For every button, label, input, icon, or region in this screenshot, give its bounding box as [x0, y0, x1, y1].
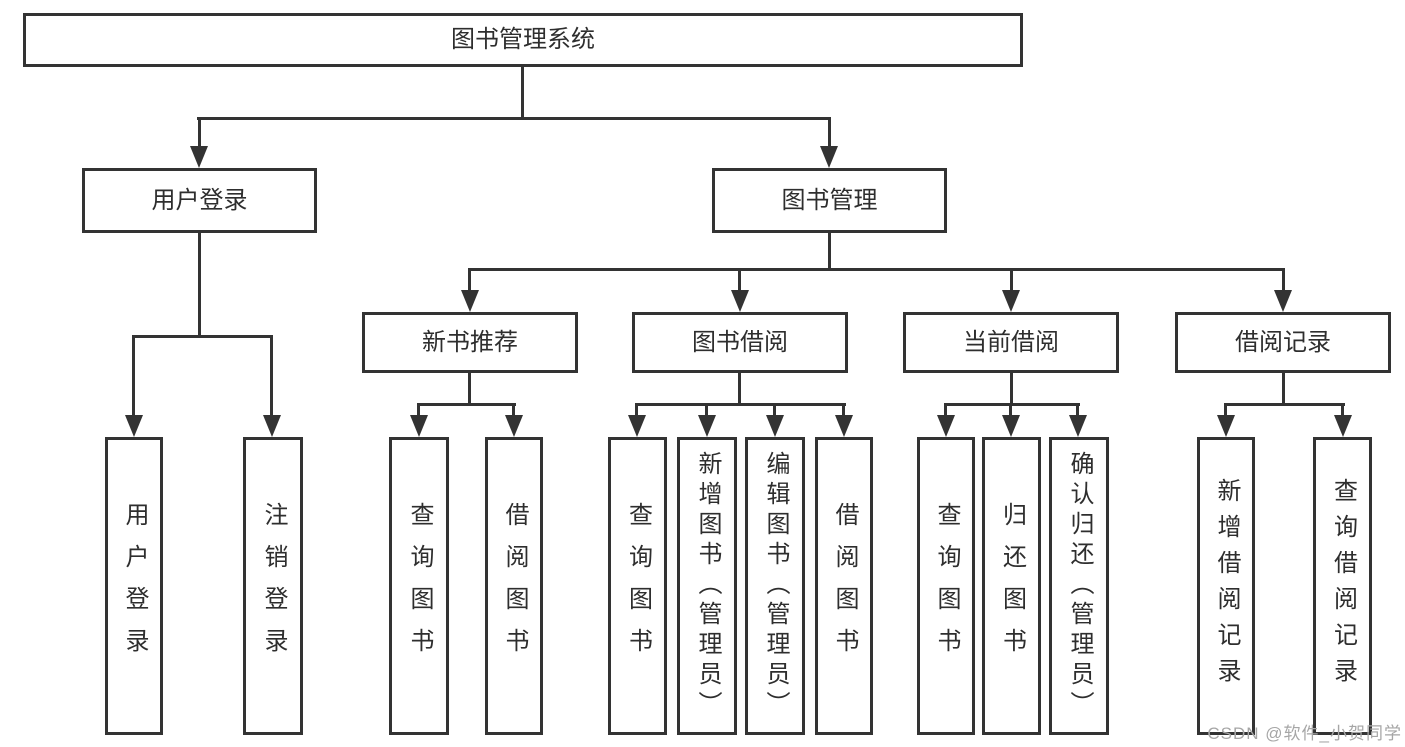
- node-bb-borrow-books: 借阅图书: [815, 437, 873, 735]
- node-label: 查询图书: [624, 502, 652, 670]
- node-label: 编辑图书（管理员）: [762, 451, 789, 721]
- arrow-down-icon: [1274, 290, 1292, 312]
- node-label: 查询借阅记录: [1329, 478, 1357, 694]
- node-bb-edit-books-admin: 编辑图书（管理员）: [745, 437, 805, 735]
- connector-line: [1282, 268, 1285, 293]
- connector-line: [417, 403, 420, 419]
- connector-line: [828, 117, 831, 149]
- arrow-down-icon: [125, 415, 143, 437]
- node-label: 查询图书: [933, 502, 960, 670]
- connector-line: [417, 403, 516, 406]
- node-br-query-record: 查询借阅记录: [1313, 437, 1372, 735]
- arrow-down-icon: [263, 415, 281, 437]
- node-br-add-record: 新增借阅记录: [1197, 437, 1255, 735]
- arrow-down-icon: [1069, 415, 1087, 437]
- node-label: 借阅图书: [501, 502, 528, 670]
- arrow-down-icon: [1217, 415, 1235, 437]
- node-book-borrow: 图书借阅: [632, 312, 848, 373]
- node-new-book-recommend: 新书推荐: [362, 312, 578, 373]
- connector-line: [1224, 403, 1227, 419]
- node-bb-add-books-admin: 新增图书（管理员）: [677, 437, 737, 735]
- arrow-down-icon: [505, 415, 523, 437]
- arrow-down-icon: [190, 146, 208, 168]
- csdn-watermark: CSDN @软件_小贺同学: [1207, 724, 1402, 743]
- connector-line: [512, 403, 515, 419]
- node-label: 确认归还（管理员）: [1066, 451, 1093, 721]
- connector-line: [1010, 373, 1013, 406]
- node-borrow-records: 借阅记录: [1175, 312, 1391, 373]
- connector-line: [270, 335, 273, 417]
- connector-line: [198, 233, 201, 338]
- connector-line: [944, 403, 1080, 406]
- arrow-down-icon: [820, 146, 838, 168]
- node-label: 注销登录: [260, 502, 287, 670]
- connector-line: [773, 403, 776, 419]
- connector-line: [1341, 403, 1344, 419]
- connector-line: [132, 335, 135, 417]
- node-nbr-query-books: 查询图书: [389, 437, 449, 735]
- node-label: 图书管理: [781, 186, 878, 214]
- connector-line: [197, 117, 831, 120]
- node-cb-query-books: 查询图书: [917, 437, 975, 735]
- arrow-down-icon: [698, 415, 716, 437]
- arrow-down-icon: [731, 290, 749, 312]
- connector-line: [468, 268, 471, 293]
- arrow-down-icon: [937, 415, 955, 437]
- connector-line: [1224, 403, 1345, 406]
- connector-line: [738, 373, 741, 406]
- connector-line: [1010, 268, 1013, 293]
- node-bb-query-books: 查询图书: [608, 437, 667, 735]
- connector-line: [468, 373, 471, 406]
- node-book-management: 图书管理: [712, 168, 947, 233]
- arrow-down-icon: [1002, 415, 1020, 437]
- node-label: 用户登录: [151, 186, 248, 214]
- node-label: 借阅图书: [831, 502, 858, 670]
- arrow-down-icon: [1002, 290, 1020, 312]
- node-current-borrow: 当前借阅: [903, 312, 1119, 373]
- arrow-down-icon: [1334, 415, 1352, 437]
- arrow-down-icon: [835, 415, 853, 437]
- node-label: 图书管理系统: [451, 26, 595, 53]
- arrow-down-icon: [628, 415, 646, 437]
- connector-line: [635, 403, 846, 406]
- node-user-login: 用户登录: [82, 168, 317, 233]
- arrow-down-icon: [766, 415, 784, 437]
- connector-line: [1076, 403, 1079, 419]
- node-nbr-borrow-books: 借阅图书: [485, 437, 543, 735]
- node-logout: 注销登录: [243, 437, 303, 735]
- connector-line: [521, 67, 524, 120]
- connector-line: [842, 403, 845, 419]
- connector-line: [198, 117, 201, 149]
- connector-line: [828, 233, 831, 271]
- node-label: 新增借阅记录: [1213, 478, 1240, 694]
- node-label: 图书借阅: [692, 328, 788, 356]
- arrow-down-icon: [461, 290, 479, 312]
- connector-line: [738, 268, 741, 293]
- arrow-down-icon: [410, 415, 428, 437]
- connector-line: [635, 403, 638, 419]
- node-label: 新书推荐: [422, 328, 518, 356]
- node-label: 新增图书（管理员）: [694, 451, 721, 721]
- connector-line: [1009, 403, 1012, 419]
- node-label: 当前借阅: [963, 328, 1059, 356]
- node-library-management-system: 图书管理系统: [23, 13, 1023, 67]
- connector-line: [132, 335, 272, 338]
- connector-line: [705, 403, 708, 419]
- node-label: 归还图书: [998, 502, 1026, 670]
- connector-line: [1282, 373, 1285, 406]
- node-user-login-leaf: 用户登录: [105, 437, 163, 735]
- connector-line: [468, 268, 1285, 271]
- node-label: 查询图书: [406, 502, 433, 670]
- node-cb-confirm-return-admin: 确认归还（管理员）: [1049, 437, 1109, 735]
- node-label: 用户登录: [121, 502, 148, 670]
- connector-line: [944, 403, 947, 419]
- node-label: 借阅记录: [1235, 328, 1331, 356]
- node-cb-return-books: 归还图书: [982, 437, 1041, 735]
